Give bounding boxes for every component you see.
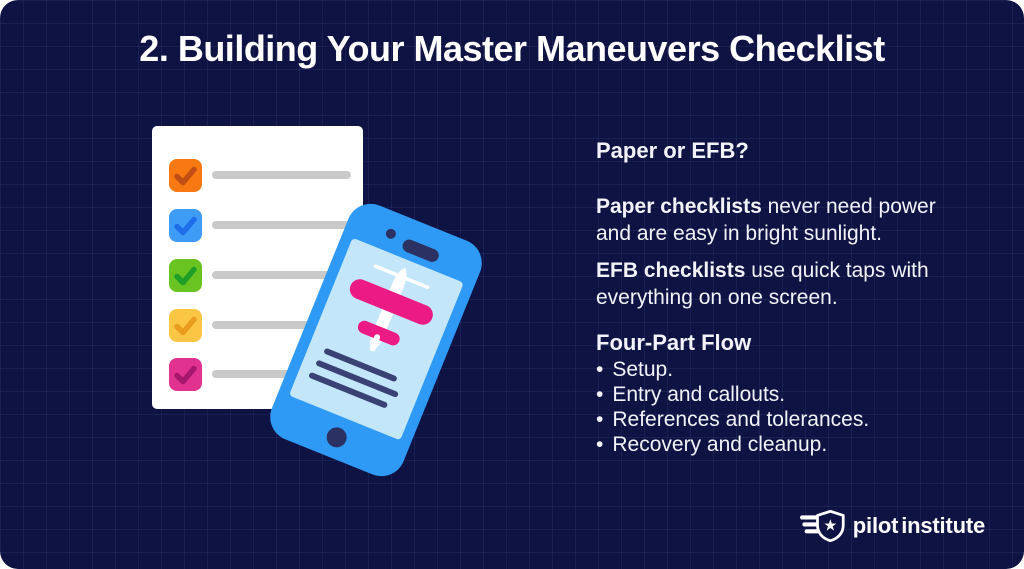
efb-checklists-paragraph: EFB checklists use quick taps with every…: [596, 257, 988, 311]
paragraph-lead: EFB checklists: [596, 259, 746, 282]
checklist-line: [212, 171, 351, 179]
list-item: • Entry and callouts.: [596, 382, 988, 407]
checkbox-orange: [169, 159, 202, 192]
flow-bullet-list: • Setup. • Entry and callouts. • References…: [596, 357, 988, 457]
check-icon: [174, 266, 197, 286]
checklist-line: [212, 221, 351, 229]
check-icon: [174, 316, 197, 336]
list-item: • Setup.: [596, 357, 988, 382]
bullet-dot: •: [596, 433, 604, 456]
list-item: • Recovery and cleanup.: [596, 432, 988, 457]
check-icon: [174, 166, 197, 186]
phone-graphic: [262, 196, 490, 484]
paragraph-text: never need power: [761, 195, 936, 218]
paragraph-text: use quick taps with: [745, 259, 929, 282]
phone-screen: [288, 237, 464, 441]
content-column: Paper or EFB? Paper checklists never nee…: [596, 138, 988, 457]
brand-part-pilot: pilot: [852, 513, 899, 538]
pilot-institute-badge-icon: [799, 510, 845, 542]
question-heading: Paper or EFB?: [596, 138, 749, 163]
page-title: 2. Building Your Master Maneuvers Checkl…: [139, 28, 885, 69]
bullet-dot: •: [596, 358, 604, 381]
bullet-text: Entry and callouts.: [612, 383, 786, 406]
bullet-text: Setup.: [612, 358, 674, 381]
checkbox-blue: [169, 209, 202, 242]
flow-heading: Four-Part Flow: [596, 330, 752, 355]
checklist-line: [212, 271, 351, 279]
checkbox-yellow: [169, 309, 202, 342]
brand-part-institute: institute: [901, 513, 985, 538]
paper-checklists-paragraph: Paper checklists never need power and ar…: [596, 193, 988, 247]
list-item: • References and tolerances.: [596, 407, 988, 432]
paragraph-text: and are easy in bright sunlight.: [596, 222, 883, 245]
paragraph-text: everything on one screen.: [596, 286, 838, 309]
checklist-line: [212, 321, 351, 329]
check-icon: [174, 216, 197, 236]
bullet-text: Recovery and cleanup.: [612, 433, 828, 456]
check-icon: [174, 365, 197, 385]
paragraph-lead: Paper checklists: [596, 195, 762, 218]
bullet-dot: •: [596, 383, 604, 406]
airplane-icon: [349, 264, 433, 352]
bullet-dot: •: [596, 408, 604, 431]
checklist-line: [212, 370, 351, 378]
checkbox-pink: [169, 358, 202, 391]
bullet-text: References and tolerances.: [612, 408, 870, 431]
checkbox-green: [169, 259, 202, 292]
